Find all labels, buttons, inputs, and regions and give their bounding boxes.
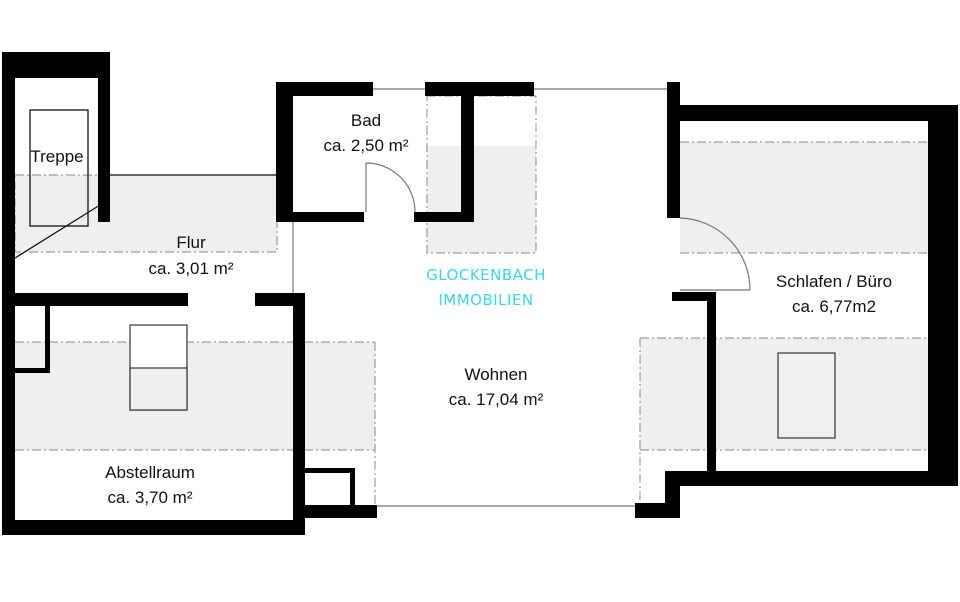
watermark-line1: GLOCKENBACH: [426, 266, 546, 284]
room-name-treppe: Treppe: [30, 147, 83, 166]
thin-lines: [14, 88, 667, 507]
room-name-flur: Flur: [176, 233, 206, 252]
doors: [365, 162, 751, 291]
room-area-wohnen: ca. 17,04 m²: [449, 390, 544, 409]
room-name-abstellraum: Abstellraum: [105, 463, 195, 482]
stair-outline: [29, 109, 89, 227]
room-area-bad: ca. 2,50 m²: [323, 136, 408, 155]
room-area-flur: ca. 3,01 m²: [148, 259, 233, 278]
furniture: [129, 324, 836, 439]
room-area-abstellraum: ca. 3,70 m²: [107, 488, 192, 507]
room-name-wohnen: Wohnen: [464, 365, 527, 384]
room-area-schlafen: ca. 6,77m2: [792, 297, 876, 316]
bed-schlafen: [777, 352, 836, 439]
watermark-line2: IMMOBILIEN: [438, 291, 533, 309]
walls: [2, 52, 958, 535]
room-name-schlafen: Schlafen / Büro: [776, 272, 892, 291]
room-name-bad: Bad: [351, 111, 381, 130]
